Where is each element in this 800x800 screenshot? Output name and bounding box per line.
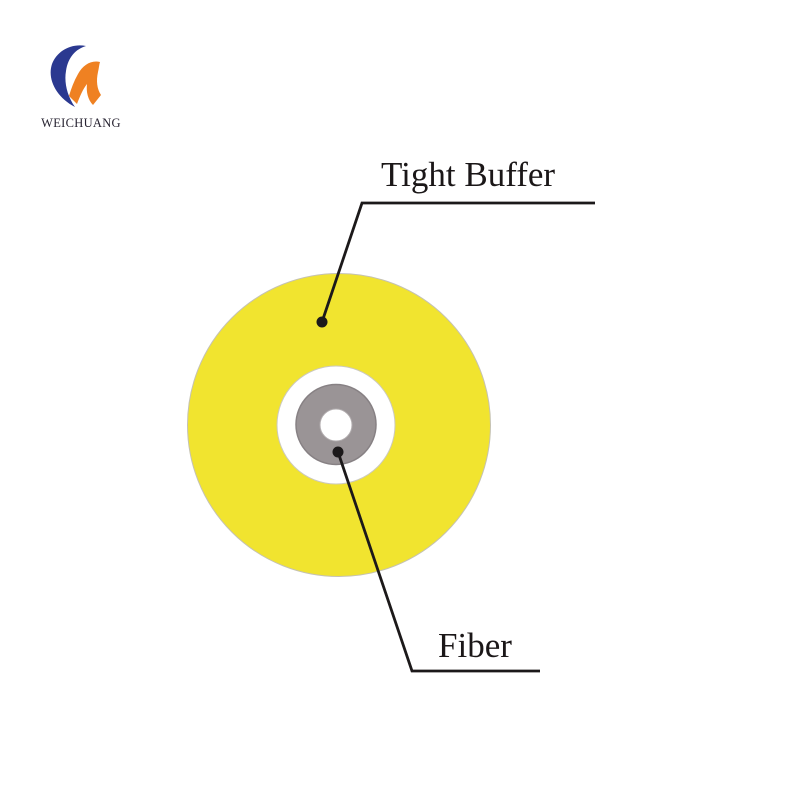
fiber-label: Fiber: [438, 626, 512, 665]
logo-blue-swoosh: [50, 45, 86, 107]
tight-buffer-leader-dot: [316, 316, 328, 328]
brand-logo-icon: [50, 45, 101, 107]
fiber-leader-dot: [332, 446, 344, 458]
logo-orange-swoosh: [69, 61, 101, 105]
tight-buffer-leader-line: [320, 201, 595, 323]
tight-buffer-label: Tight Buffer: [381, 155, 556, 194]
brand-name: WEICHUANG: [41, 116, 121, 130]
fiber-leader-line: [336, 451, 540, 673]
fiber-core: [319, 408, 353, 442]
